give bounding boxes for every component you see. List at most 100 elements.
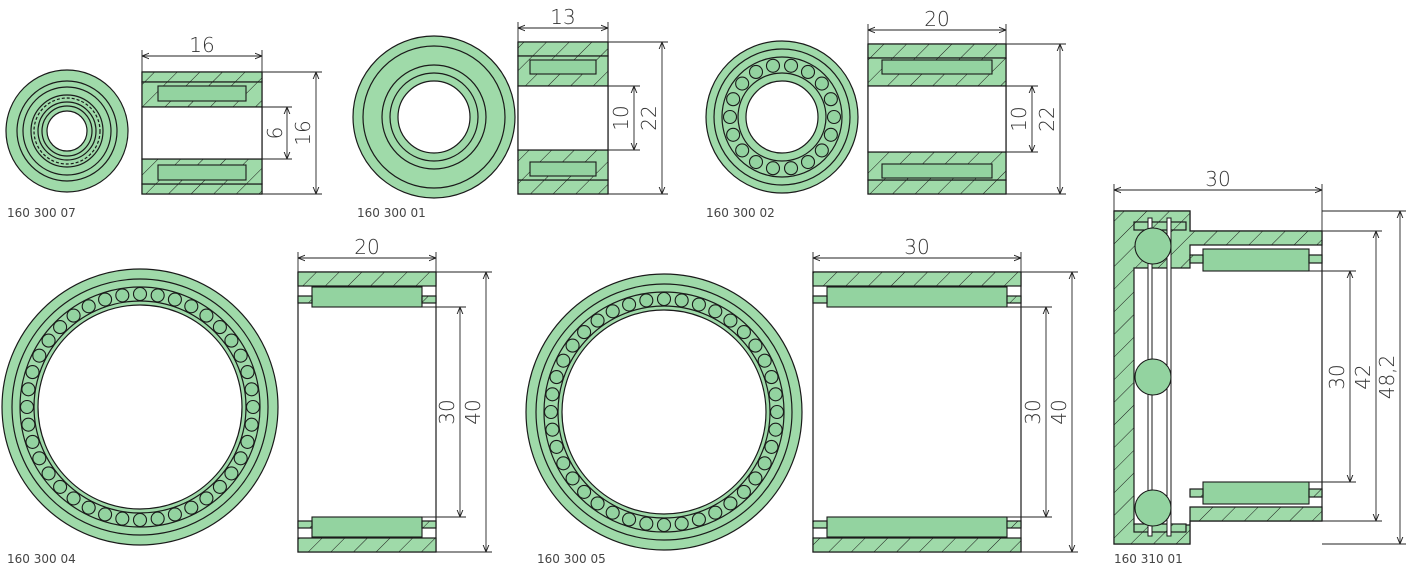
part-code: 160 300 05 bbox=[537, 552, 606, 566]
rolling-element bbox=[656, 517, 672, 533]
section-view bbox=[141, 71, 263, 195]
rolling-element bbox=[639, 516, 654, 531]
rolling-element bbox=[674, 516, 689, 531]
rolling-element bbox=[132, 512, 148, 528]
rolling-element bbox=[25, 434, 40, 449]
bearing-160-300-02: 20 10 22 160 300 02 bbox=[705, 7, 1066, 220]
rolling-element bbox=[656, 291, 672, 307]
rolling-element bbox=[764, 439, 779, 454]
part-code: 160 300 04 bbox=[7, 552, 76, 566]
rolling-element bbox=[115, 288, 130, 303]
rolling-element bbox=[132, 286, 148, 302]
rolling-element bbox=[244, 382, 259, 397]
rolling-element bbox=[240, 365, 255, 380]
dim-outer: 16 bbox=[291, 120, 315, 145]
rolling-element bbox=[565, 471, 580, 486]
rolling-element bbox=[25, 365, 40, 380]
rolling-elements bbox=[19, 286, 261, 528]
rolling-element bbox=[53, 320, 68, 335]
part-code: 160 310 01 bbox=[1114, 552, 1183, 566]
dim-inner: 30 bbox=[1021, 399, 1045, 424]
front-view bbox=[352, 35, 516, 199]
rolling-element bbox=[21, 382, 36, 397]
rolling-element bbox=[768, 422, 783, 437]
dim-outer: 22 bbox=[1035, 106, 1059, 131]
rolling-element bbox=[814, 143, 829, 158]
dimensions: 13 10 22 bbox=[517, 5, 668, 195]
rolling-element bbox=[757, 353, 772, 368]
rolling-element bbox=[244, 417, 259, 432]
bearing-160-310-01: 30 30 42 48,2 160 310 01 bbox=[1113, 167, 1406, 566]
front-view bbox=[705, 40, 859, 194]
rolling-element bbox=[245, 399, 261, 415]
rolling-element bbox=[577, 325, 592, 340]
rolling-element bbox=[735, 76, 750, 91]
rolling-element bbox=[826, 109, 842, 125]
bearing-160-300-05: 30 30 40 160 300 05 bbox=[525, 235, 1078, 566]
rolling-element bbox=[167, 507, 182, 522]
rolling-element bbox=[115, 511, 130, 526]
dim-outer: 40 bbox=[1047, 399, 1071, 424]
rolling-element bbox=[240, 434, 255, 449]
rolling-element bbox=[764, 370, 779, 385]
rolling-element bbox=[691, 512, 706, 527]
dim-mid: 42 bbox=[1351, 364, 1375, 389]
rolling-element bbox=[726, 127, 741, 142]
rolling-elements bbox=[722, 58, 842, 176]
part-code: 160 300 01 bbox=[357, 206, 426, 220]
rolling-element bbox=[605, 304, 620, 319]
rolling-element bbox=[691, 297, 706, 312]
rolling-element bbox=[723, 496, 738, 511]
rolling-element bbox=[549, 439, 564, 454]
rolling-element bbox=[41, 466, 56, 481]
rolling-element bbox=[543, 404, 559, 420]
part-code: 160 300 02 bbox=[706, 206, 775, 220]
rolling-element bbox=[748, 471, 763, 486]
rolling-element bbox=[783, 161, 799, 176]
rolling-element bbox=[167, 292, 182, 307]
dim-inner: 30 bbox=[1325, 364, 1349, 389]
rolling-element bbox=[708, 505, 723, 520]
dimensions: 30 30 42 48,2 bbox=[1113, 167, 1406, 545]
section-view bbox=[867, 43, 1007, 195]
rolling-element bbox=[81, 299, 96, 314]
rolling-element bbox=[19, 399, 35, 415]
bearing-160-300-01: 13 10 22 160 300 01 bbox=[352, 5, 668, 220]
front-view bbox=[525, 273, 803, 551]
part-code: 160 300 07 bbox=[7, 206, 76, 220]
rolling-element bbox=[590, 496, 605, 511]
rolling-element bbox=[233, 348, 248, 363]
bearing-160-300-04: 20 30 40 160 300 04 bbox=[1, 235, 492, 566]
dim-width: 20 bbox=[924, 7, 949, 31]
rolling-element bbox=[150, 288, 165, 303]
dim-inner: 6 bbox=[263, 127, 287, 140]
rolling-element bbox=[98, 507, 113, 522]
rolling-element bbox=[723, 313, 738, 328]
rolling-element bbox=[622, 297, 637, 312]
rolling-element bbox=[823, 92, 838, 107]
rolling-element bbox=[545, 422, 560, 437]
rolling-element bbox=[224, 333, 239, 348]
dim-outer: 48,2 bbox=[1375, 355, 1399, 400]
rolling-element bbox=[757, 456, 772, 471]
rolling-element bbox=[823, 127, 838, 142]
dim-inner: 10 bbox=[1007, 106, 1031, 131]
rolling-element bbox=[53, 479, 68, 494]
rolling-element bbox=[726, 92, 741, 107]
dimensions: 30 30 40 bbox=[812, 235, 1078, 553]
rolling-element bbox=[736, 325, 751, 340]
rolling-element bbox=[768, 387, 783, 402]
section-view bbox=[297, 271, 437, 553]
rolling-element bbox=[748, 64, 764, 80]
rolling-element bbox=[233, 451, 248, 466]
dimensions: 20 30 40 bbox=[297, 235, 492, 553]
bearing-160-300-07: 16 6 16 160 300 07 bbox=[5, 33, 322, 220]
dim-width: 13 bbox=[550, 5, 575, 29]
rolling-element bbox=[199, 308, 214, 323]
dim-outer: 22 bbox=[637, 105, 661, 130]
rolling-element bbox=[212, 320, 227, 335]
rolling-element bbox=[66, 491, 81, 506]
rolling-element bbox=[556, 353, 571, 368]
dim-width: 30 bbox=[904, 235, 929, 259]
